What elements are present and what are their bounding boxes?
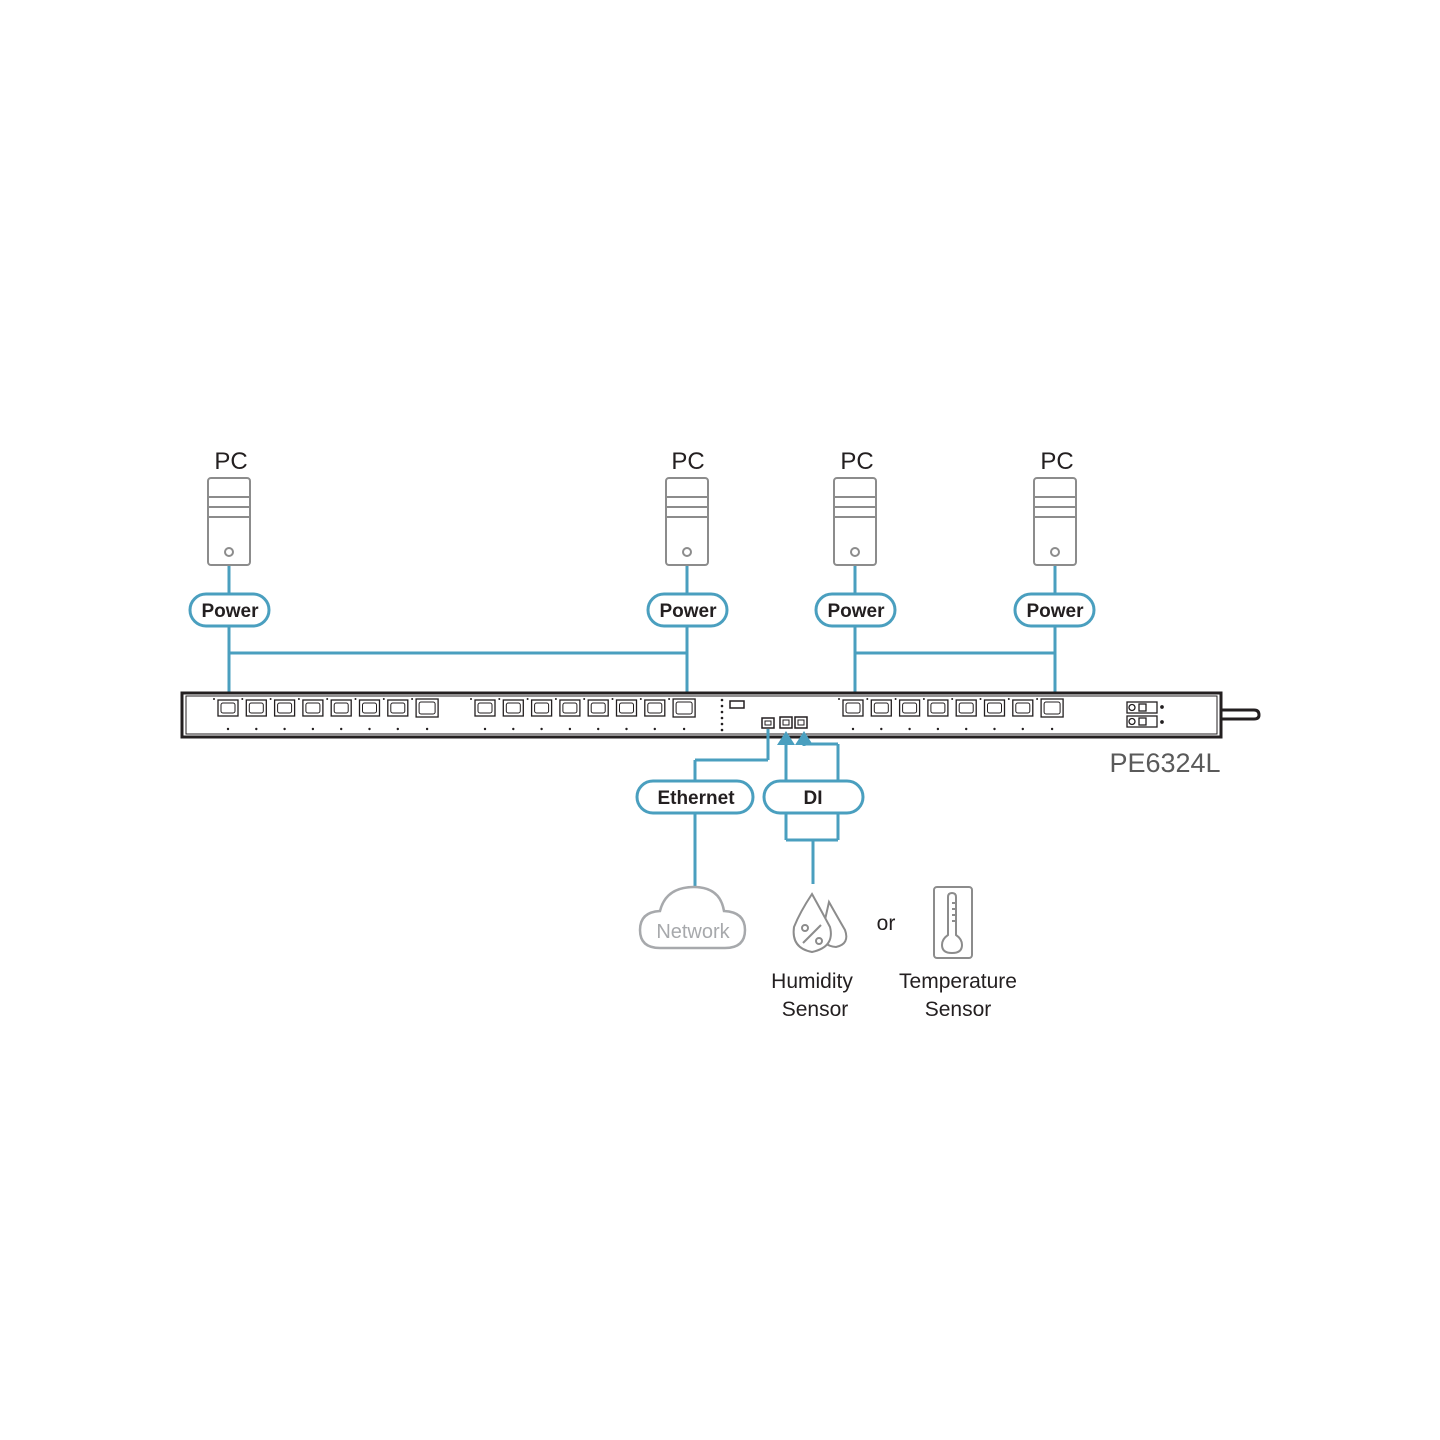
- outlet-icon: [326, 698, 352, 731]
- outlet-icon: [498, 698, 524, 731]
- temperature-label-line2: Sensor: [925, 998, 992, 1021]
- humidity-sensor: Humidity Sensor: [771, 892, 853, 1021]
- pc-1: PC: [207, 448, 251, 566]
- arrow-up-icon: [777, 731, 795, 745]
- pdu-chassis: [180, 691, 1223, 739]
- pc-4: PC: [1033, 448, 1077, 566]
- outlet-icon: [922, 698, 949, 731]
- power-label: Power: [201, 601, 259, 622]
- outlet-groups: [213, 698, 1064, 731]
- thermometer-icon: [933, 886, 973, 959]
- di-label: DI: [804, 788, 823, 809]
- outlet-icon: [639, 698, 666, 731]
- outlet-icon: [241, 698, 267, 731]
- pc-tower-icon: [1033, 477, 1077, 566]
- outlet-icon: [838, 698, 864, 731]
- ethernet-port: [761, 717, 775, 729]
- ethernet-label: Ethernet: [657, 788, 735, 809]
- outlet-icon: [583, 698, 609, 731]
- outlet-icon: [526, 698, 553, 731]
- outlet-icon: [554, 698, 581, 731]
- outlet-icon: [354, 698, 381, 731]
- di-pill: DI: [762, 779, 865, 815]
- power-label: Power: [659, 601, 717, 622]
- pc-tower-icon: [833, 477, 877, 566]
- pdu-unit: PE6324L: [180, 691, 1261, 778]
- pdu-chassis-inner: [185, 695, 1218, 735]
- network-label: Network: [656, 921, 730, 943]
- outlet-icon: [668, 698, 696, 731]
- outlet-icon: [894, 698, 921, 731]
- outlet-icon: [470, 698, 496, 731]
- outlet-icon: [866, 698, 892, 731]
- power-pill-3: Power: [814, 592, 897, 628]
- outlet-icon: [1007, 698, 1034, 731]
- temperature-label-line1: Temperature: [899, 970, 1017, 993]
- humidity-label-line2: Sensor: [782, 998, 849, 1021]
- pdu-model-label: PE6324L: [1109, 748, 1220, 778]
- outlet-icon: [297, 698, 324, 731]
- port-connections: [693, 729, 840, 886]
- power-pill-1: Power: [188, 592, 271, 628]
- humidity-label-line1: Humidity: [771, 970, 853, 993]
- power-cord: [1221, 708, 1261, 721]
- outlet-icon: [611, 698, 638, 731]
- ethernet-pill: Ethernet: [635, 779, 755, 815]
- pc-2: PC: [665, 448, 709, 566]
- pc-3: PC: [833, 448, 877, 566]
- display-window: [729, 700, 745, 709]
- power-connections: [227, 566, 1057, 699]
- di-port-1: [779, 716, 793, 729]
- cloud-icon: [638, 885, 747, 950]
- pc-3-label: PC: [840, 448, 873, 475]
- pc-tower-icon: [665, 477, 709, 566]
- power-pill-2: Power: [646, 592, 729, 628]
- humidity-drop-icon: [792, 892, 848, 954]
- outlet-icon: [382, 698, 409, 731]
- outlet-icon: [269, 698, 296, 731]
- network-cloud: Network: [638, 885, 747, 950]
- status-panel: [720, 698, 724, 732]
- outlet-icon: [979, 698, 1006, 731]
- pc-4-label: PC: [1040, 448, 1073, 475]
- pc-2-label: PC: [671, 448, 704, 475]
- outlet-icon: [411, 698, 439, 731]
- power-label: Power: [827, 601, 885, 622]
- pc-tower-icon: [207, 477, 251, 566]
- di-port-2: [794, 716, 808, 729]
- temperature-sensor: Temperature Sensor: [899, 886, 1017, 1021]
- or-label: or: [877, 912, 896, 935]
- power-pill-4: Power: [1013, 592, 1096, 628]
- circuit-breakers: [1126, 701, 1164, 728]
- pc-1-label: PC: [214, 448, 247, 475]
- arrow-up-icon: [795, 731, 813, 745]
- outlet-icon: [213, 698, 239, 731]
- outlet-icon: [951, 698, 977, 731]
- outlet-icon: [1036, 698, 1064, 731]
- power-label: Power: [1026, 601, 1084, 622]
